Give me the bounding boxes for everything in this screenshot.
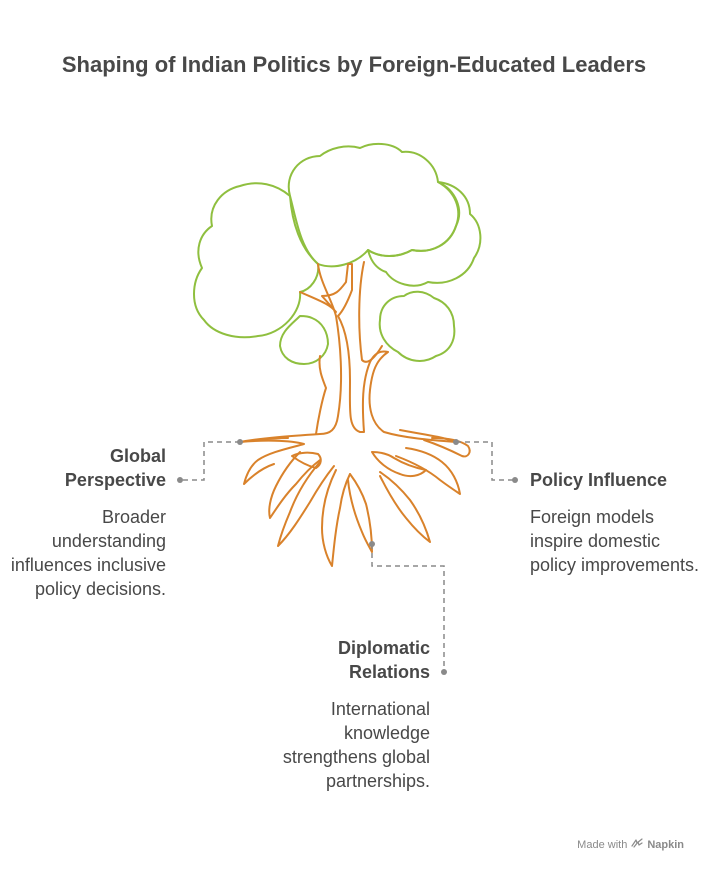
diplomatic-relations-heading: Diplomatic Relations: [337, 638, 430, 682]
global-perspective-description: Broader understanding influences inclusi…: [10, 507, 166, 599]
connector-global: [182, 441, 240, 481]
diplomatic-relations-description: International knowledge strengthens glob…: [282, 699, 430, 791]
root-left-2: [268, 451, 321, 519]
branch-small-left: [315, 355, 327, 435]
trunk-outline: [299, 263, 457, 443]
connector-policy: [456, 441, 514, 481]
policy-influence-heading: Policy Influence: [530, 470, 668, 490]
root-center: [347, 473, 373, 553]
made-with-footer[interactable]: Made with Napkin: [577, 838, 684, 851]
root-right-3: [371, 451, 427, 478]
napkin-logo-icon: [631, 838, 643, 851]
dot-diplo-tree: [369, 541, 375, 547]
foliage-right-cluster: [367, 181, 482, 287]
connectors: [182, 441, 514, 672]
dot-diplo-label: [441, 669, 447, 675]
dot-policy-tree: [453, 439, 459, 445]
diagram-title: Shaping of Indian Politics by Foreign-Ed…: [61, 52, 647, 77]
root-small-left: [291, 451, 322, 469]
root-right-2: [395, 447, 461, 495]
napkin-brand: Napkin: [647, 838, 684, 851]
trunk-left: [239, 261, 383, 443]
root-far-right: [423, 437, 471, 458]
connector-diplo: [371, 544, 445, 672]
root-center-left: [321, 469, 351, 567]
root-center-right: [379, 471, 431, 543]
connector-dots: [177, 439, 518, 675]
tree-foliage: [193, 142, 482, 365]
policy-influence-description: Foreign models inspire domestic policy i…: [530, 507, 700, 575]
made-with-label: Made with: [577, 838, 628, 851]
foliage-left-cluster: [193, 182, 320, 339]
foliage-small-right: [378, 290, 456, 362]
global-perspective-heading: Global Perspective: [64, 446, 166, 490]
dot-global-label: [177, 477, 183, 483]
dot-global-tree: [237, 439, 243, 445]
tree-trunk-roots: [239, 261, 471, 567]
root-far-left: [239, 439, 305, 485]
root-left-3: [277, 461, 335, 547]
dot-policy-label: [512, 477, 518, 483]
